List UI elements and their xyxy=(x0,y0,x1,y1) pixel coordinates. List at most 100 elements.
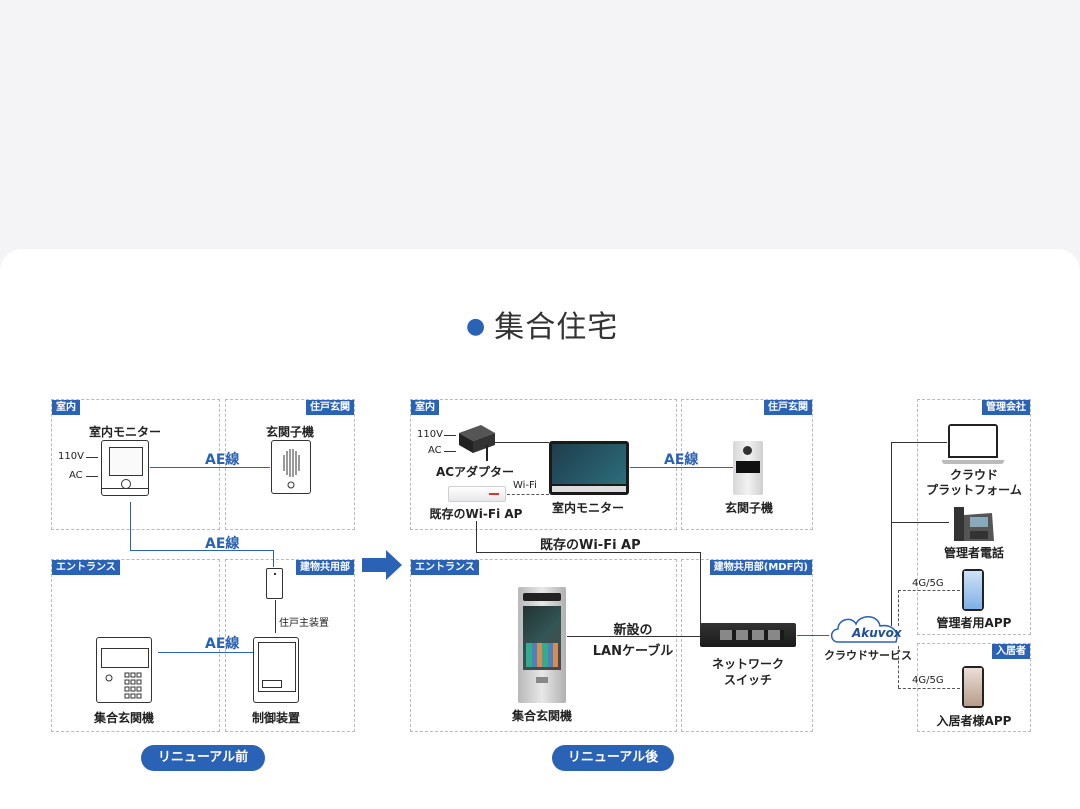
platform-label-1: クラウド xyxy=(949,468,999,482)
ae-line xyxy=(273,550,274,567)
mgmt-zone: 管理会社 xyxy=(917,399,1031,635)
mgmt-smartphone-icon xyxy=(962,569,984,611)
new-lan-label-2: LANケーブル xyxy=(592,644,674,659)
akuvox-brand: Akuvox xyxy=(852,626,902,640)
arrow-right-icon xyxy=(362,550,402,580)
before-door-station-label: 玄関子機 xyxy=(265,425,315,439)
after-unit-entrance-zone: 住戸玄関 xyxy=(681,399,813,530)
zone-tag: 建物共用部 xyxy=(296,560,354,575)
before-ac-label: AC xyxy=(69,470,83,481)
before-lobby-station-device xyxy=(96,637,152,703)
new-lan-label-1: 新設の xyxy=(613,623,653,638)
before-monitor-device xyxy=(101,440,149,496)
power-wire xyxy=(444,435,456,436)
before-entrance-zone: エントランス xyxy=(51,559,220,732)
cellular-label: 4G/5G xyxy=(912,578,944,589)
network-switch-device xyxy=(700,623,796,647)
power-wire xyxy=(86,476,98,477)
resident-smartphone-icon xyxy=(962,666,984,708)
zone-tag: 管理会社 xyxy=(982,400,1030,415)
ac-adapter-label: ACアダプター xyxy=(435,465,515,479)
lan-cable xyxy=(567,636,701,637)
lan-cable xyxy=(476,521,477,553)
wifi-ap-device xyxy=(448,486,506,502)
cellular-link xyxy=(898,688,960,689)
before-control-unit-label: 制御装置 xyxy=(251,711,301,725)
desk-phone-icon xyxy=(954,507,994,541)
before-control-unit-device xyxy=(253,637,299,703)
ae-line-label: AE線 xyxy=(205,452,240,468)
zone-tag: 住戸玄関 xyxy=(764,400,812,415)
ae-line xyxy=(630,467,733,468)
before-monitor-label: 室内モニター xyxy=(88,425,162,439)
after-110v-label: 110V xyxy=(417,429,443,440)
wifi-label: Wi-Fi xyxy=(513,480,537,491)
mgmt-phone-label: 管理者電話 xyxy=(943,546,1005,560)
ae-line xyxy=(158,652,253,653)
after-monitor-label: 室内モニター xyxy=(551,501,625,515)
resident-zone: 入居者 xyxy=(917,643,1031,732)
before-lobby-station-label: 集合玄関機 xyxy=(93,711,155,725)
wifi-link xyxy=(507,494,549,495)
cellular-label: 4G/5G xyxy=(912,675,944,686)
switch-label-1: ネットワーク xyxy=(711,657,785,671)
cloud-link xyxy=(797,635,829,636)
power-wire xyxy=(86,457,98,458)
zone-tag: 室内 xyxy=(52,400,80,415)
after-entrance-zone: エントランス xyxy=(410,559,677,732)
zone-tag: 入居者 xyxy=(992,644,1030,659)
laptop-icon xyxy=(948,424,998,458)
ae-line-label: AE線 xyxy=(205,636,240,652)
before-door-station-device xyxy=(271,440,311,494)
before-common-zone: 建物共用部 xyxy=(225,559,355,732)
cloud-service-label: クラウドサービス xyxy=(824,649,912,662)
after-common-zone: 建物共用部(MDF内) xyxy=(681,559,813,732)
before-110v-label: 110V xyxy=(58,451,84,462)
before-unit-entrance-zone: 住戸玄関 xyxy=(225,399,355,530)
section-title-text: 集合住宅 xyxy=(494,310,619,345)
mgmt-app-label: 管理者用APP xyxy=(936,616,1012,630)
ae-line xyxy=(130,550,274,551)
after-label-pill: リニューアル後 xyxy=(552,745,674,771)
speaker-grille-icon xyxy=(283,449,300,489)
power-wire xyxy=(493,442,549,443)
after-indoor-zone: 室内 xyxy=(410,399,677,530)
ae-line-label: AE線 xyxy=(664,452,699,468)
zone-tag: エントランス xyxy=(52,560,120,575)
akuvox-cloud-icon xyxy=(830,616,898,643)
lan-cable xyxy=(476,552,701,553)
signal-wire xyxy=(275,600,276,633)
zone-tag: エントランス xyxy=(411,560,479,575)
bullet-icon: ● xyxy=(466,314,487,339)
resident-app-label: 入居者様APP xyxy=(936,714,1012,728)
cellular-link xyxy=(898,590,960,591)
cellular-link xyxy=(898,646,899,688)
after-ac-label: AC xyxy=(428,445,442,456)
ae-line xyxy=(130,502,131,551)
lan-cable xyxy=(700,552,701,624)
existing-ap-label: 既存のWi-Fi AP xyxy=(429,507,523,521)
before-label-pill: リニューアル前 xyxy=(141,745,265,771)
after-lobby-station-label: 集合玄関機 xyxy=(511,709,573,723)
ae-line-label: AE線 xyxy=(205,536,240,552)
cellular-link xyxy=(898,590,899,626)
platform-label-2: プラットフォーム xyxy=(926,483,1022,497)
switch-label-2: スイッチ xyxy=(723,673,773,687)
existing-ap-line-label: 既存のWi-Fi AP xyxy=(540,538,641,553)
cloud-link xyxy=(891,522,949,523)
zone-tag: 建物共用部(MDF内) xyxy=(709,560,812,575)
laptop-base xyxy=(942,460,1004,464)
ae-line xyxy=(150,467,270,468)
cloud-link xyxy=(891,442,892,626)
zone-tag: 住戸玄関 xyxy=(306,400,354,415)
before-indoor-zone: 室内 xyxy=(51,399,220,530)
after-door-station-device xyxy=(733,441,763,495)
after-lobby-station-device xyxy=(518,587,566,703)
before-master-unit-device xyxy=(266,568,283,599)
before-master-unit-label: 住戸主装置 xyxy=(279,618,329,629)
after-door-station-label: 玄関子機 xyxy=(724,501,774,515)
zone-tag: 室内 xyxy=(411,400,439,415)
keypad-icon xyxy=(105,672,142,699)
after-monitor-device xyxy=(549,441,629,495)
section-title: ● 集合住宅 xyxy=(466,302,618,346)
